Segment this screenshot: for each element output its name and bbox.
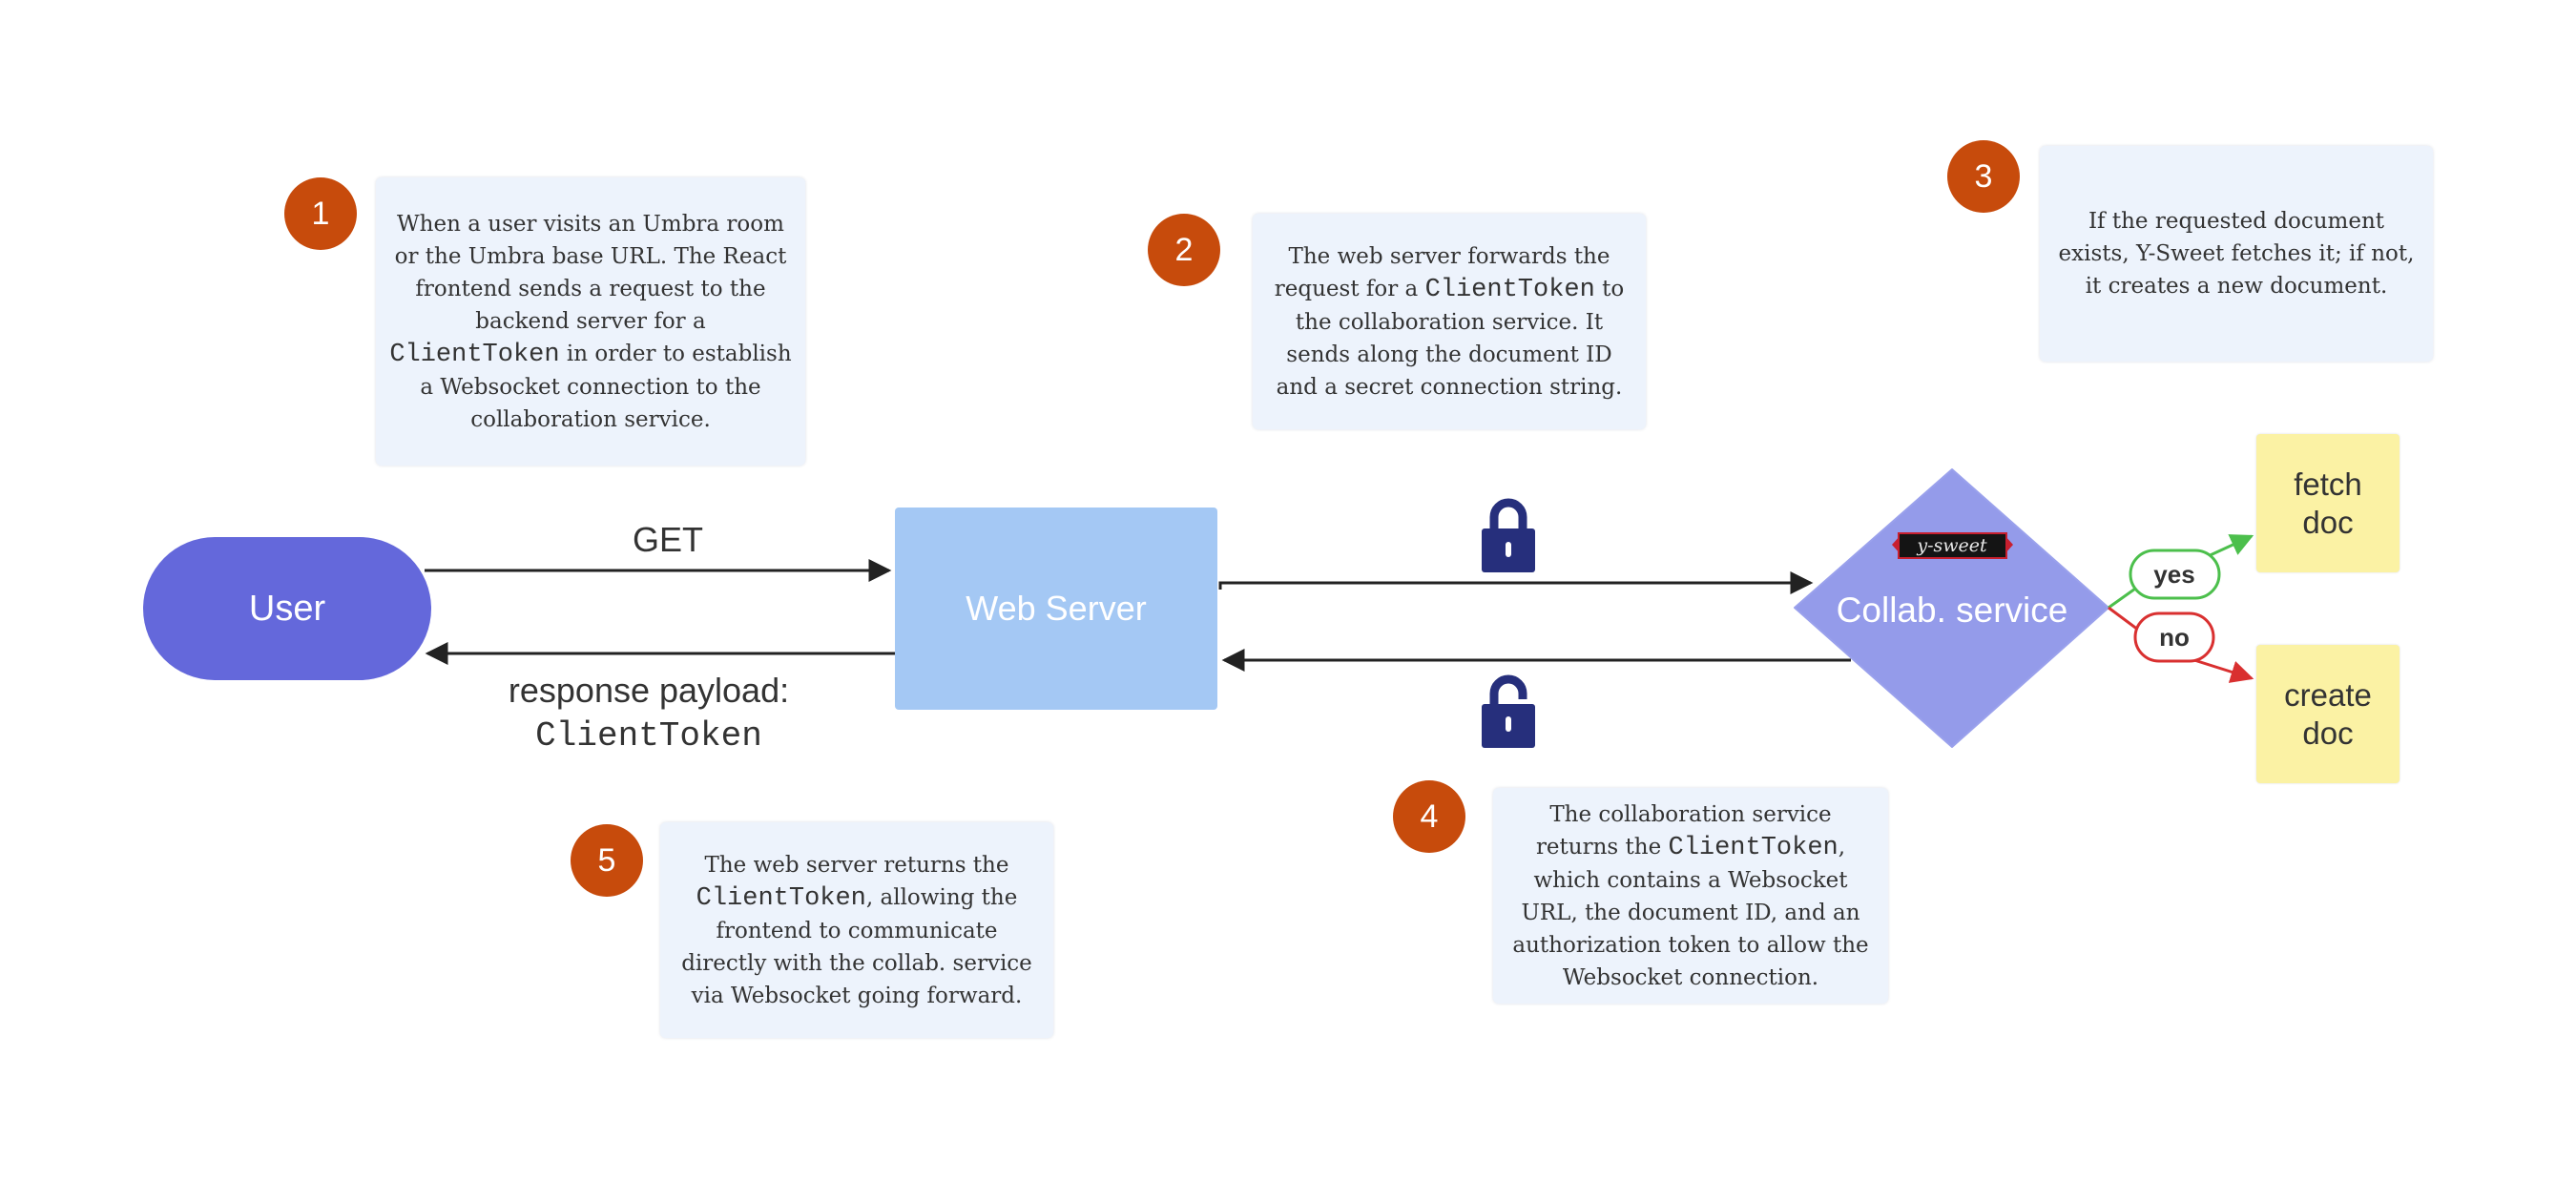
user-node-label: User [248, 588, 326, 629]
user-node: User [143, 537, 431, 680]
step-5-callout: The web server returns the ClientToken, … [660, 822, 1053, 1038]
step-1-token: ClientToken [389, 340, 560, 369]
step-4-token: ClientToken [1668, 833, 1839, 862]
step-4-text-a: The collaboration service returns the [1535, 801, 1832, 860]
y-sweet-logo-text: y-sweet [1916, 535, 1987, 556]
step-3-badge: 3 [1947, 140, 2020, 213]
step-1-text-b: in order to establish a Websocket connec… [420, 341, 792, 432]
edge-webserver-to-collab [1218, 571, 1814, 594]
step-5-text-a: The web server returns the [704, 852, 1009, 878]
step-2-text-a: The web server forwards the request for … [1274, 243, 1610, 301]
get-label: GET [632, 520, 703, 559]
fetch-doc-node: fetch doc [2256, 434, 2399, 572]
step-2-callout: The web server forwards the request for … [1253, 214, 1646, 429]
step-5-token: ClientToken [696, 883, 866, 913]
lock-open-icon [1482, 674, 1535, 748]
yes-label-box [2129, 549, 2221, 600]
response-payload-label: response payload: ClientToken [448, 668, 849, 759]
step-2-badge: 2 [1148, 214, 1220, 286]
fetch-doc-label: fetch doc [2294, 466, 2362, 540]
no-label-box [2133, 611, 2215, 663]
web-server-label: Web Server [966, 589, 1147, 628]
step-4-text-b: , which contains a Websocket URL, the do… [1512, 834, 1869, 990]
response-payload-text: response payload: [508, 671, 790, 710]
step-2-text-b: to the collaboration service. It sends a… [1276, 276, 1625, 400]
step-5-badge: 5 [571, 824, 643, 897]
collab-service-node [1794, 468, 2109, 748]
step-2-token: ClientToken [1424, 275, 1595, 304]
no-label: no [2159, 623, 2190, 652]
web-server-node: Web Server [895, 508, 1217, 710]
step-1-callout: When a user visits an Umbra room or the … [376, 177, 805, 466]
step-5-text-b: , allowing the frontend to communicate d… [681, 884, 1032, 1008]
step-4-badge: 4 [1393, 780, 1465, 853]
response-payload-token: ClientToken [535, 716, 762, 756]
step-1-badge: 1 [284, 177, 357, 250]
y-sweet-logo: y-sweet [1892, 532, 2013, 559]
step-3-text: If the requested document exists, Y-Swee… [2058, 209, 2415, 299]
step-3-callout: If the requested document exists, Y-Swee… [2040, 146, 2433, 362]
create-doc-node: create doc [2256, 645, 2399, 783]
step-1-text-a: When a user visits an Umbra room or the … [394, 211, 787, 334]
step-4-callout: The collaboration service returns the Cl… [1493, 788, 1888, 1004]
create-doc-label: create doc [2284, 676, 2372, 751]
collab-service-label: Collab. service [1837, 590, 2068, 630]
lock-closed-icon [1482, 498, 1535, 572]
yes-label: yes [2153, 560, 2194, 589]
